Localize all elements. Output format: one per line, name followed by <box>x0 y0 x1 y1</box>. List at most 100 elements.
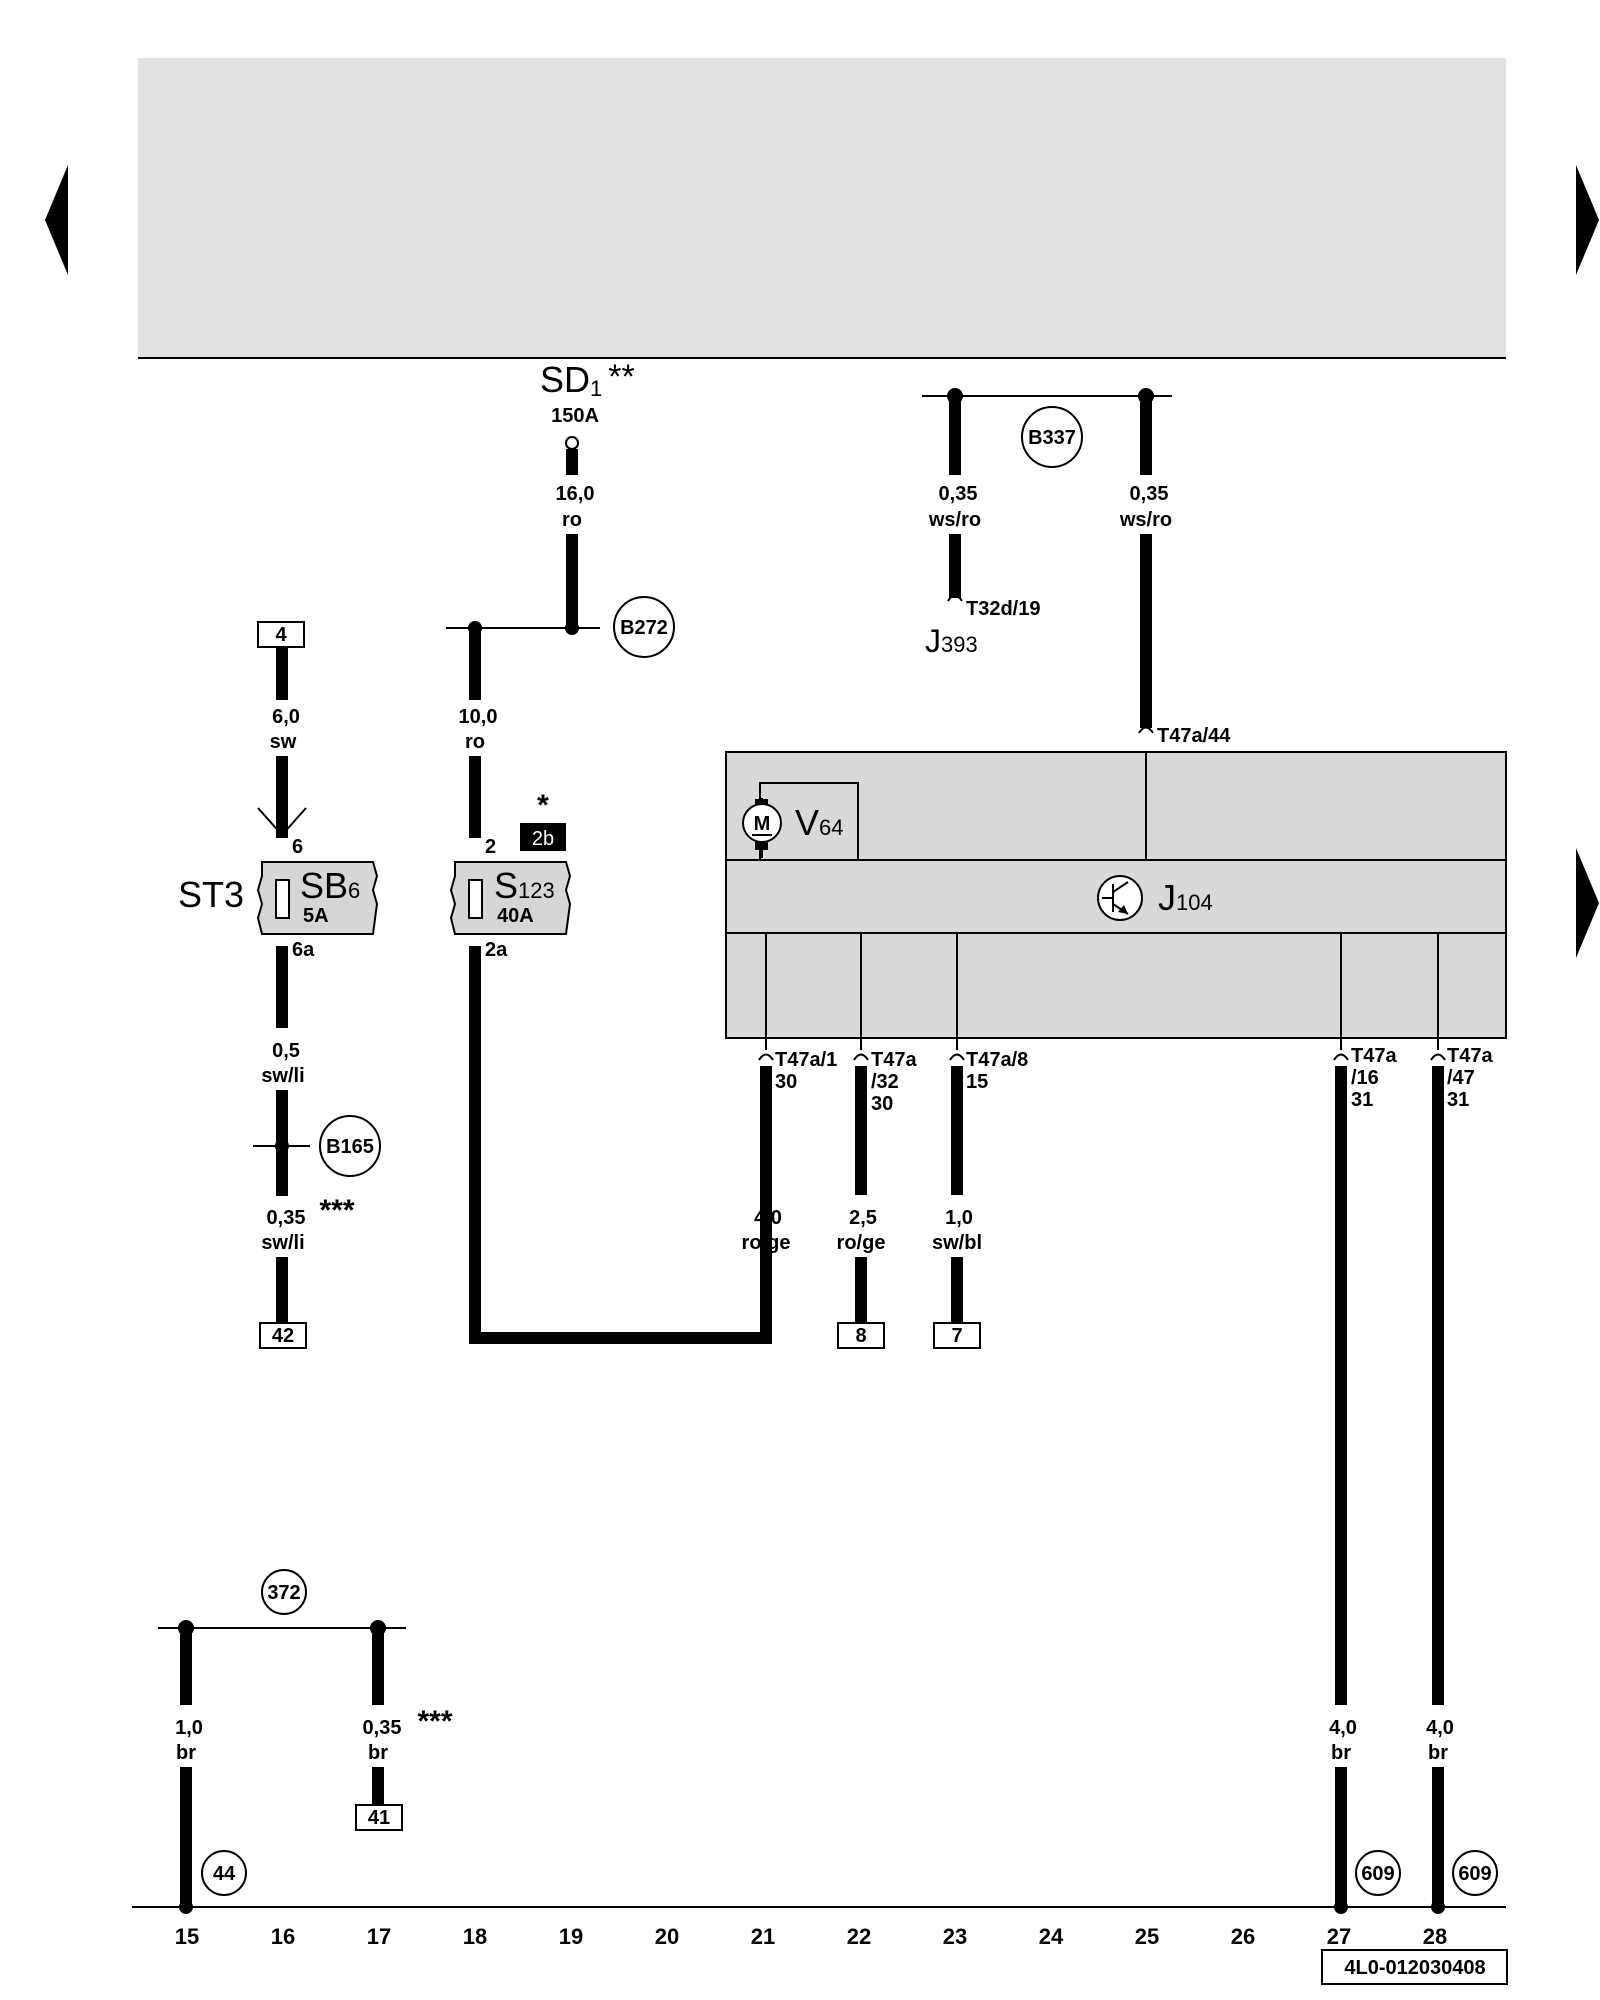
j104-pin-16-term: 31 <box>1351 1089 1373 1111</box>
column-number: 24 <box>1039 1924 1064 1949</box>
j104-pin-16-number: /16 <box>1351 1067 1379 1089</box>
wire-pin32-size: 2,5 <box>849 1207 877 1229</box>
cut-mark <box>281 807 307 836</box>
connection-609-circle <box>1452 1850 1498 1896</box>
transistor-icon <box>1097 875 1143 921</box>
wire-col27-color: br <box>1331 1742 1351 1764</box>
wire-col4-mid-size: 0,5 <box>272 1040 300 1062</box>
wire-sd1-color: ro <box>562 509 582 531</box>
s123-pin-in: 2 <box>485 836 496 858</box>
j104-pin-32-term: 30 <box>871 1093 893 1115</box>
connection-b272-circle <box>613 596 675 658</box>
fuse-sb6-rating: 5A <box>303 905 329 927</box>
ref-box-7 <box>933 1322 981 1349</box>
wire-col4-bot-stars: *** <box>319 1194 354 1227</box>
cut-mark <box>257 807 283 836</box>
motor-letter: M <box>754 813 771 835</box>
connection-b165-label: B165 <box>326 1136 374 1158</box>
j104-pin-1-term: 30 <box>775 1071 797 1093</box>
ref-box-42 <box>259 1322 307 1349</box>
column-number: 20 <box>655 1924 679 1949</box>
s123-badge <box>520 823 566 851</box>
doc-code-box <box>1321 1949 1508 1985</box>
arrow-right-icon[interactable] <box>1576 848 1599 958</box>
wire-col28-size: 4,0 <box>1426 1717 1454 1739</box>
v64-name: V64 <box>795 802 844 843</box>
j104-pin-1-label: T47a/1 <box>775 1049 837 1071</box>
wire-s123-size: 10,0 <box>459 706 498 728</box>
transistor-arrow <box>1118 905 1128 914</box>
wire-pin32-color: ro/ge <box>837 1232 886 1254</box>
wire-372-left-color: br <box>176 1742 196 1764</box>
v64-brush <box>755 799 768 807</box>
connection-b165-circle <box>319 1115 381 1177</box>
ref-7-label: 7 <box>951 1325 962 1347</box>
wire-s123-to-j104 <box>469 946 772 1344</box>
wire-372-right-color: br <box>368 1742 388 1764</box>
motor-icon <box>742 803 782 843</box>
s123-pin-out: 2a <box>485 939 508 961</box>
wire-j104-44-size: 0,35 <box>1130 483 1169 505</box>
connection-609-circle <box>1355 1850 1401 1896</box>
wire-pin1-color: ro/ge <box>742 1232 791 1254</box>
v64-brush <box>755 842 768 850</box>
wire-col4-top-size: 6,0 <box>272 706 300 728</box>
ref-4-label: 4 <box>275 624 287 646</box>
column-number: 23 <box>943 1924 967 1949</box>
arrow-left-icon[interactable] <box>45 165 68 275</box>
wire-col4-bot-size: 0,35 <box>267 1207 306 1229</box>
column-number: 25 <box>1135 1924 1159 1949</box>
connection-b337-label: B337 <box>1028 427 1076 449</box>
pin-arrow <box>758 1053 774 1061</box>
column-number: 26 <box>1231 1924 1255 1949</box>
j104-pin-8-term: 15 <box>966 1071 988 1093</box>
pin-arrow <box>1430 1053 1446 1061</box>
j104-pin-32-number: /32 <box>871 1071 899 1093</box>
j104-pin-47-term: 31 <box>1447 1089 1469 1111</box>
st3-label: ST3 <box>178 874 244 915</box>
pin-arrow <box>1333 1053 1349 1061</box>
wire-pin8-color: sw/bl <box>932 1232 982 1254</box>
sd1-name: SD1** <box>540 358 635 401</box>
connection-b337-circle <box>1021 406 1083 468</box>
j104-pin-47-label: T47a <box>1447 1045 1493 1067</box>
column-number: 28 <box>1423 1924 1447 1949</box>
j104-pin-16-label: T47a <box>1351 1045 1397 1067</box>
column-number: 17 <box>367 1924 391 1949</box>
arrow-right-icon[interactable] <box>1576 165 1599 275</box>
wire-pin8-size: 1,0 <box>945 1207 973 1229</box>
j104-pin-32-label: T47a <box>871 1049 917 1071</box>
column-number: 22 <box>847 1924 871 1949</box>
connection-609-label: 609 <box>1458 1863 1491 1885</box>
column-number: 19 <box>559 1924 583 1949</box>
wire-col27-size: 4,0 <box>1329 1717 1357 1739</box>
sb6-pin-in: 6 <box>292 836 303 858</box>
wire-j393-size: 0,35 <box>939 483 978 505</box>
column-number: 27 <box>1327 1924 1351 1949</box>
connection-609-label: 609 <box>1361 1863 1394 1885</box>
ref-box-41 <box>355 1804 403 1831</box>
fuse-s123-rating: 40A <box>497 905 534 927</box>
sd1-terminal <box>565 436 579 450</box>
wire-j393-color: ws/ro <box>928 509 981 531</box>
s123-badge-label: 2b <box>532 828 554 850</box>
connection-b272-label: B272 <box>620 617 668 639</box>
wire-col4-mid-color: sw/li <box>261 1065 304 1087</box>
header-gray-area <box>138 58 1506 358</box>
fuse-sb6-icon <box>275 879 290 919</box>
fuse-s123-icon <box>468 879 483 919</box>
connection-44-label: 44 <box>213 1863 236 1885</box>
j104-name: J104 <box>1158 877 1213 918</box>
pin-arrow <box>947 594 963 602</box>
j393-pin-label: T32d/19 <box>966 598 1040 620</box>
splice-dot <box>565 621 579 635</box>
s123-star: * <box>537 789 549 822</box>
fuse-s123-name: S123 <box>494 865 555 906</box>
connection-372-label: 372 <box>267 1582 300 1604</box>
ref-41-label: 41 <box>368 1807 390 1829</box>
ref-box-8 <box>837 1322 885 1349</box>
wire-372-left-size: 1,0 <box>175 1717 203 1739</box>
wire-col28-color: br <box>1428 1742 1448 1764</box>
